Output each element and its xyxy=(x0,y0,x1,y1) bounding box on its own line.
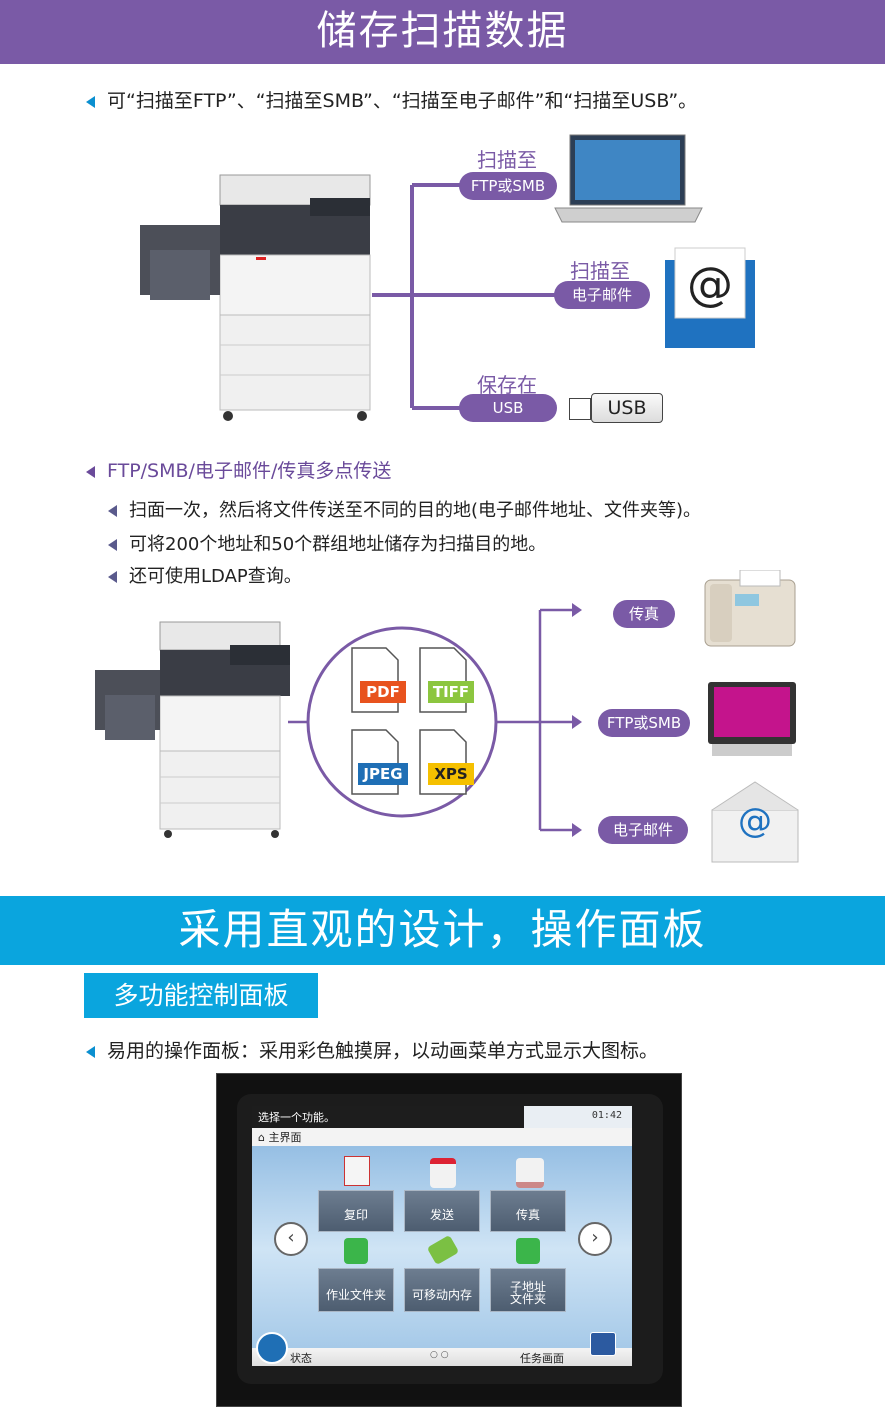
bullet-triangle-icon xyxy=(108,571,117,583)
screen-time: 01:42 xyxy=(591,1110,622,1121)
screen-prompt: 选择一个功能。 xyxy=(258,1111,335,1124)
format-xps: XPS xyxy=(428,763,474,785)
subaddress-box-icon xyxy=(516,1238,540,1264)
send-icon xyxy=(430,1158,456,1188)
page-indicator: ○ ○ xyxy=(430,1350,449,1360)
bullet-panel: 易用的操作面板：采用彩色触摸屏，以动画菜单方式显示大图标。 xyxy=(86,1036,658,1063)
subaddress-box-button[interactable]: 子地址 文件夹 xyxy=(490,1268,566,1312)
control-panel-device: 选择一个功能。 01:42 ⌂ 主界面 复印 发送 传真 作业文件夹 可移动内存… xyxy=(216,1073,682,1407)
copy-icon xyxy=(344,1156,370,1186)
bullet-triangle-icon xyxy=(86,465,95,478)
bullet-text: 易用的操作面板：采用彩色触摸屏，以动画菜单方式显示大图标。 xyxy=(107,1040,659,1062)
usb-memory-icon xyxy=(426,1234,460,1266)
bullet-text: 还可使用LDAP查询。 xyxy=(129,566,302,587)
bullet-text: 扫面一次，然后将文件传送至不同的目的地(电子邮件地址、文件夹等)。 xyxy=(129,500,702,521)
bullet-triangle-icon xyxy=(108,539,117,551)
fax-button[interactable]: 传真 xyxy=(490,1190,566,1232)
send-button[interactable]: 发送 xyxy=(404,1190,480,1232)
bullet-text: 可“扫描至FTP”、“扫描至SMB”、“扫描至电子邮件”和“扫描至USB”。 xyxy=(107,90,698,112)
target-heading-usb: 保存在 xyxy=(477,373,537,397)
dest-fax: 传真 xyxy=(613,600,675,628)
email-envelope-image: @ xyxy=(665,247,755,348)
section-title-scan: 储存扫描数据 xyxy=(0,0,885,64)
bullet-triangle-icon xyxy=(86,95,95,108)
job-box-button[interactable]: 作业文件夹 xyxy=(318,1268,394,1312)
dest-email: 电子邮件 xyxy=(598,816,688,844)
pill-usb: USB xyxy=(459,394,557,422)
mfp-printer-image xyxy=(140,174,371,421)
fax-machine-image xyxy=(704,570,796,647)
usb-label: USB xyxy=(591,393,663,423)
target-heading-ftp: 扫描至 xyxy=(477,148,537,172)
home-label: 主界面 xyxy=(268,1131,302,1144)
svg-text:@: @ xyxy=(687,257,733,311)
dest-ftp-smb: FTP或SMB xyxy=(598,709,690,737)
mfp-printer-small-image xyxy=(95,621,290,838)
sub-bullet-2: 可将200个地址和50个群组地址储存为扫描目的地。 xyxy=(108,530,546,556)
section-title-panel: 采用直观的设计，操作面板 xyxy=(0,896,885,965)
usb-stick-icon: USB xyxy=(569,393,663,423)
bullet-text: 可将200个地址和50个群组地址储存为扫描目的地。 xyxy=(129,534,547,555)
home-icon: ⌂ xyxy=(258,1131,265,1144)
status-label[interactable]: 状态 xyxy=(290,1352,312,1365)
next-page-button[interactable]: › xyxy=(578,1222,612,1256)
bullet-text: FTP/SMB/电子邮件/传真多点传送 xyxy=(107,460,392,482)
bullet-triangle-icon xyxy=(86,1045,95,1058)
home-tab[interactable]: ⌂ 主界面 xyxy=(258,1129,301,1145)
format-tiff: TIFF xyxy=(428,681,474,703)
monitor-image xyxy=(708,682,796,756)
svg-text:@: @ xyxy=(738,801,772,841)
removable-memory-button[interactable]: 可移动内存 xyxy=(404,1268,480,1312)
fax-icon xyxy=(516,1158,544,1188)
prev-page-button[interactable]: ‹ xyxy=(274,1222,308,1256)
job-box-icon xyxy=(344,1238,368,1264)
copy-button[interactable]: 复印 xyxy=(318,1190,394,1232)
target-heading-email: 扫描至 xyxy=(570,259,630,283)
sub-bullet-3: 还可使用LDAP查询。 xyxy=(108,562,302,588)
bullet-triangle-icon xyxy=(108,505,117,517)
grid-menu-icon[interactable] xyxy=(590,1332,616,1356)
pill-ftp-smb: FTP或SMB xyxy=(459,172,557,200)
email-envelope-small-image: @ xyxy=(711,781,799,863)
pill-email: 电子邮件 xyxy=(554,281,650,309)
task-screen-label[interactable]: 任务画面 xyxy=(520,1352,564,1365)
multi-send-diagram: @ xyxy=(95,570,799,863)
bullet-multi-send: FTP/SMB/电子邮件/传真多点传送 xyxy=(86,456,391,483)
format-jpeg: JPEG xyxy=(358,763,408,785)
format-pdf: PDF xyxy=(360,681,406,703)
sub-bullet-1: 扫面一次，然后将文件传送至不同的目的地(电子邮件地址、文件夹等)。 xyxy=(108,496,701,522)
touch-screen: 选择一个功能。 01:42 ⌂ 主界面 复印 发送 传真 作业文件夹 可移动内存… xyxy=(252,1106,632,1366)
laptop-image xyxy=(554,134,703,223)
scan-targets-diagram: @ xyxy=(140,134,755,421)
subtitle-control-panel: 多功能控制面板 xyxy=(84,973,318,1018)
bullet-scan-targets: 可“扫描至FTP”、“扫描至SMB”、“扫描至电子邮件”和“扫描至USB”。 xyxy=(86,86,697,113)
status-icon[interactable] xyxy=(256,1332,288,1364)
